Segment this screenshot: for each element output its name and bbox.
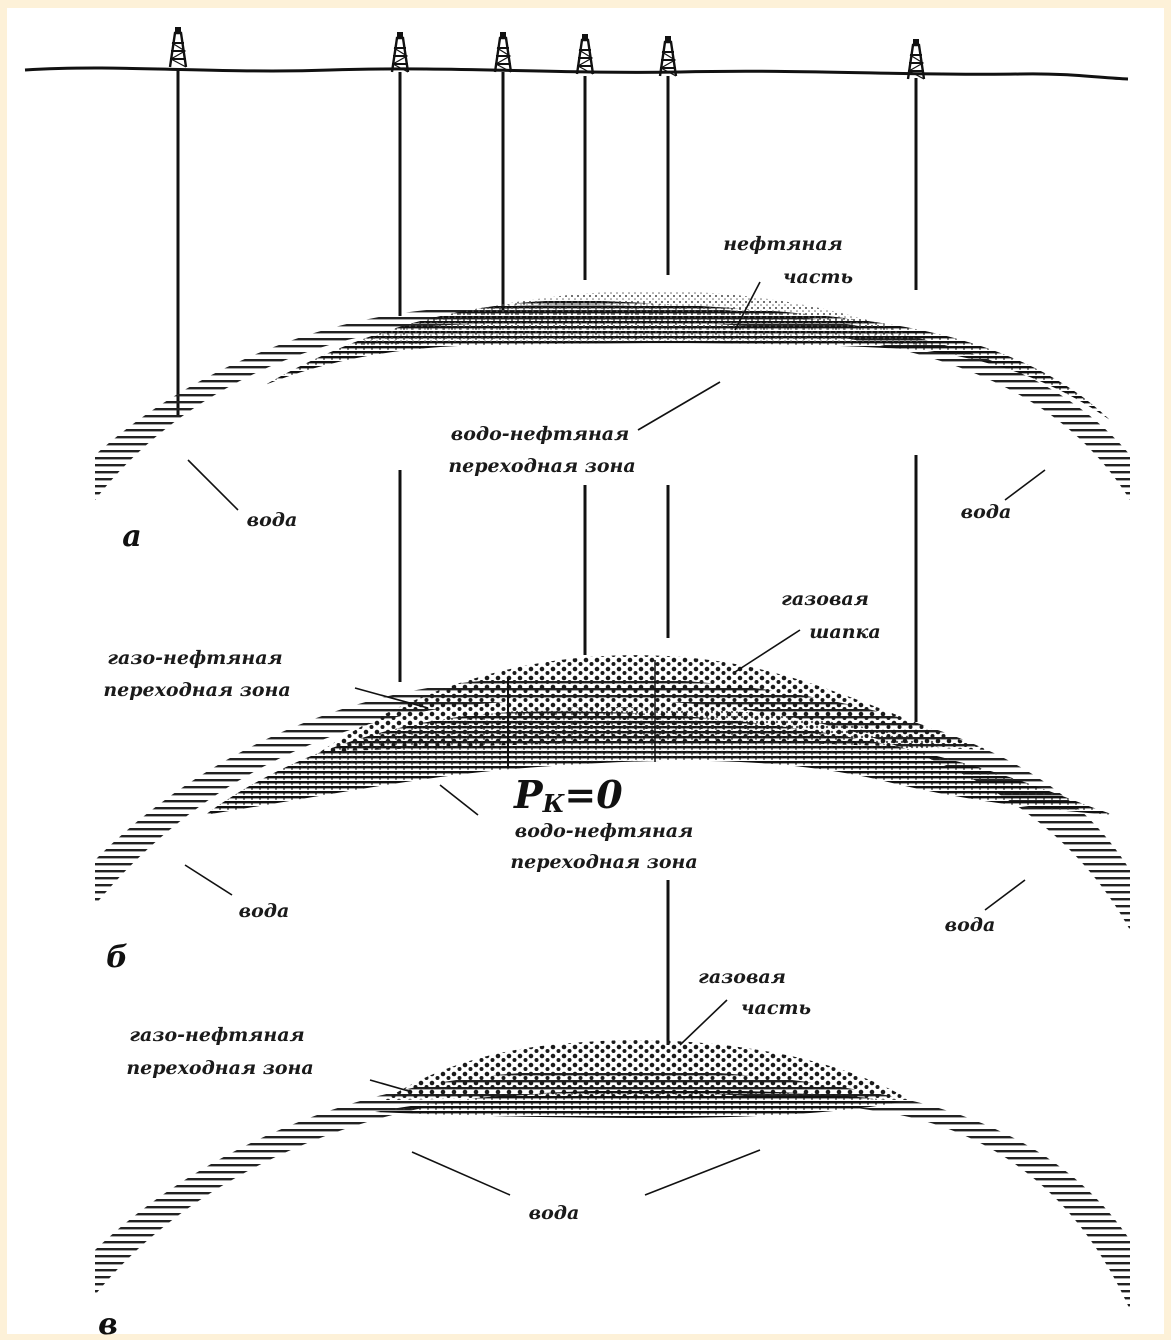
panel-c-gas-oil-label-1: газо-нефтяная (129, 1024, 304, 1046)
panel-a-letter: а (122, 519, 141, 554)
derrick-icon (392, 32, 408, 72)
panel-a-oil-label-2: часть (783, 266, 853, 288)
panel-b-gas-cap-label-1: газовая (781, 588, 869, 610)
panel-b-letter: б (106, 940, 128, 975)
panel-a-transition-label-1: водо-нефтяная (451, 423, 630, 445)
panel-c-gas-label-2: часть (741, 997, 811, 1019)
panel-c-water-label: вода (529, 1202, 580, 1224)
panel-c-structure (95, 1040, 1130, 1310)
panel-b-water-right-label: вода (945, 914, 996, 936)
derrick-icon (577, 34, 593, 74)
panel-b-transition-label-1: водо-нефтяная (515, 820, 694, 842)
panel-b-gas-oil-label-2: переходная зона (103, 679, 290, 701)
derrick-icon (170, 27, 186, 67)
panel-b-transition-label-2: переходная зона (510, 851, 697, 873)
well-bores (178, 70, 916, 1045)
derrick-icon (495, 32, 511, 72)
panel-a-oil-label-1: нефтяная (723, 233, 843, 255)
panel-a-oil-zone (350, 291, 930, 345)
panel-c-letter: в (98, 1307, 118, 1340)
panel-a-transition-label-2: переходная зона (448, 455, 635, 477)
pk-equation: PК=0 (513, 772, 623, 818)
panel-c-gas-label-1: газовая (698, 966, 786, 988)
derrick-icon (660, 36, 676, 76)
panel-c-gas-oil-label-2: переходная зона (126, 1057, 313, 1079)
panel-b-gas-cap-label-2: шапка (809, 621, 880, 643)
panel-b-gas-oil-label-1: газо-нефтяная (107, 647, 282, 669)
panel-b-water-left-label: вода (239, 900, 290, 922)
panel-a-water-right-label: вода (961, 501, 1012, 523)
panel-a-water-left-label: вода (247, 509, 298, 531)
